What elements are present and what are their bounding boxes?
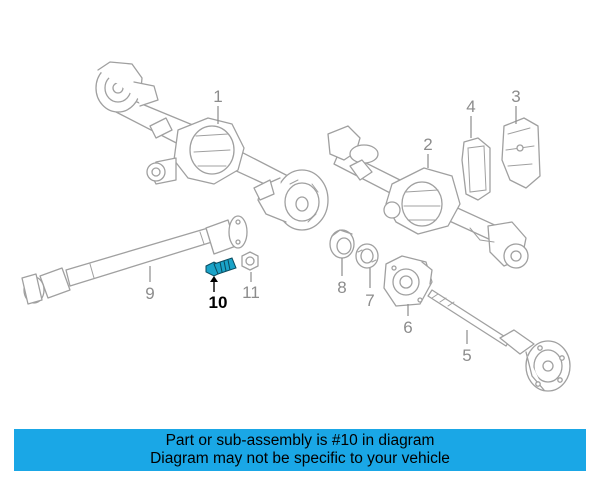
axle-shaft-part-5[interactable]	[427, 289, 571, 392]
callout-1: 1	[213, 87, 222, 106]
callout-2: 2	[423, 135, 432, 154]
bearing-part-7[interactable]	[355, 243, 379, 269]
bolt-part-10-highlighted[interactable]	[205, 257, 237, 277]
callout-11: 11	[242, 283, 260, 302]
callout-10: 10	[209, 293, 228, 312]
part-10-arrow	[210, 276, 218, 292]
callout-7: 7	[365, 291, 374, 310]
banner-line-1: Part or sub-assembly is #10 in diagram	[165, 432, 435, 449]
callout-4: 4	[466, 97, 475, 116]
callout-3: 3	[511, 87, 520, 106]
banner-line-2: Diagram may not be specific to your vehi…	[150, 450, 450, 467]
cover-gasket-part-4[interactable]	[461, 137, 491, 201]
front-axle-assembly-part-2[interactable]	[327, 125, 529, 269]
bearing-retainer-part-6[interactable]	[383, 255, 433, 307]
nut-part-11[interactable]	[241, 251, 259, 271]
differential-cover-part-3[interactable]	[501, 117, 541, 189]
info-banner: Part or sub-assembly is #10 in diagram D…	[14, 429, 586, 471]
drive-shaft-part-9[interactable]	[21, 215, 248, 305]
leader-lines	[149, 106, 517, 344]
rear-axle-assembly-part-1[interactable]	[95, 61, 329, 231]
callout-6: 6	[403, 318, 412, 337]
callout-5: 5	[462, 346, 471, 365]
seal-part-8[interactable]	[329, 229, 355, 259]
callout-9: 9	[145, 284, 154, 303]
callout-8: 8	[337, 278, 346, 297]
